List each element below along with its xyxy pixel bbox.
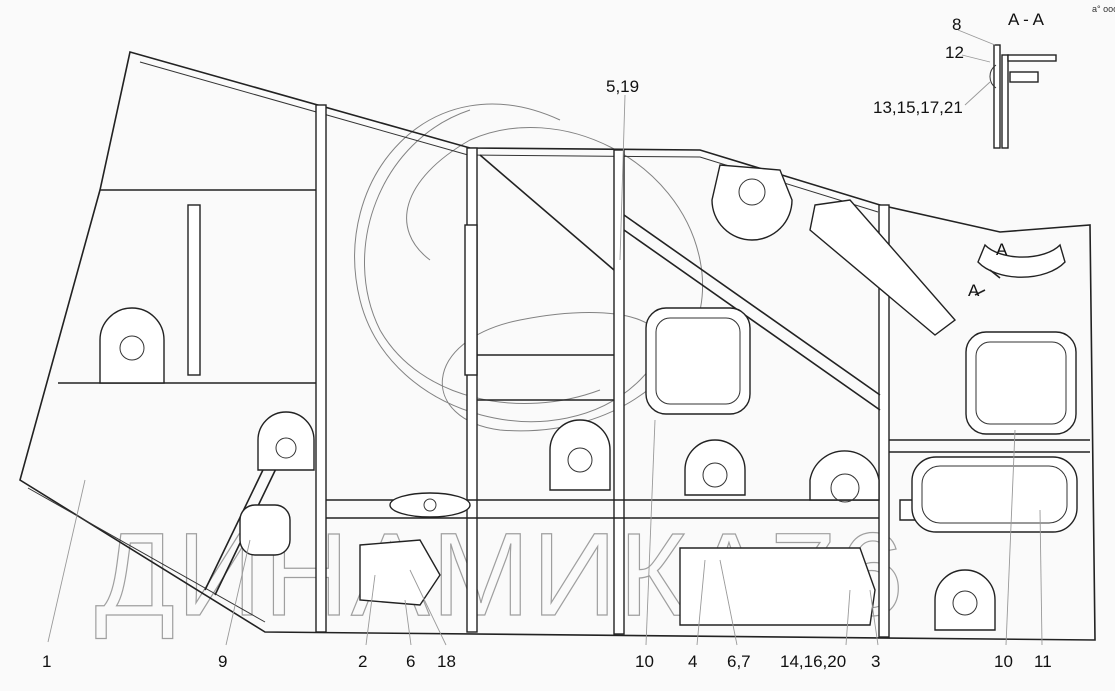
section-title: A - A xyxy=(1008,10,1045,29)
callout-6: 6 xyxy=(406,652,415,671)
callout-11: 11 xyxy=(1034,652,1052,671)
section-marker-lower: A xyxy=(968,281,980,300)
callout-2: 2 xyxy=(358,652,367,671)
callout-8: 8 xyxy=(952,15,961,34)
section-detail xyxy=(957,29,1057,296)
callout-10-right: 10 xyxy=(994,652,1013,671)
watermark-logo xyxy=(354,103,703,432)
callout-4: 4 xyxy=(688,652,697,671)
callout-14-16-20: 14,16,20 xyxy=(780,652,846,671)
callout-leaders-top xyxy=(619,94,626,261)
callout-18: 18 xyxy=(437,652,456,671)
inspection-windows xyxy=(239,307,1078,626)
callout-leaders-bottom xyxy=(47,419,1043,646)
callout-5-19: 5,19 xyxy=(606,77,639,96)
callout-13-15-17-21: 13,15,17,21 xyxy=(873,98,963,117)
callout-6-7: 6,7 xyxy=(727,652,751,671)
callout-3: 3 xyxy=(871,652,880,671)
mounting-plates xyxy=(99,164,1066,631)
callout-10-left: 10 xyxy=(635,652,654,671)
section-marker-upper: A xyxy=(996,240,1008,259)
corner-mark: a° ooo xyxy=(1092,4,1115,14)
callout-12: 12 xyxy=(945,43,964,62)
callout-1: 1 xyxy=(42,652,51,671)
callout-9: 9 xyxy=(218,652,227,671)
